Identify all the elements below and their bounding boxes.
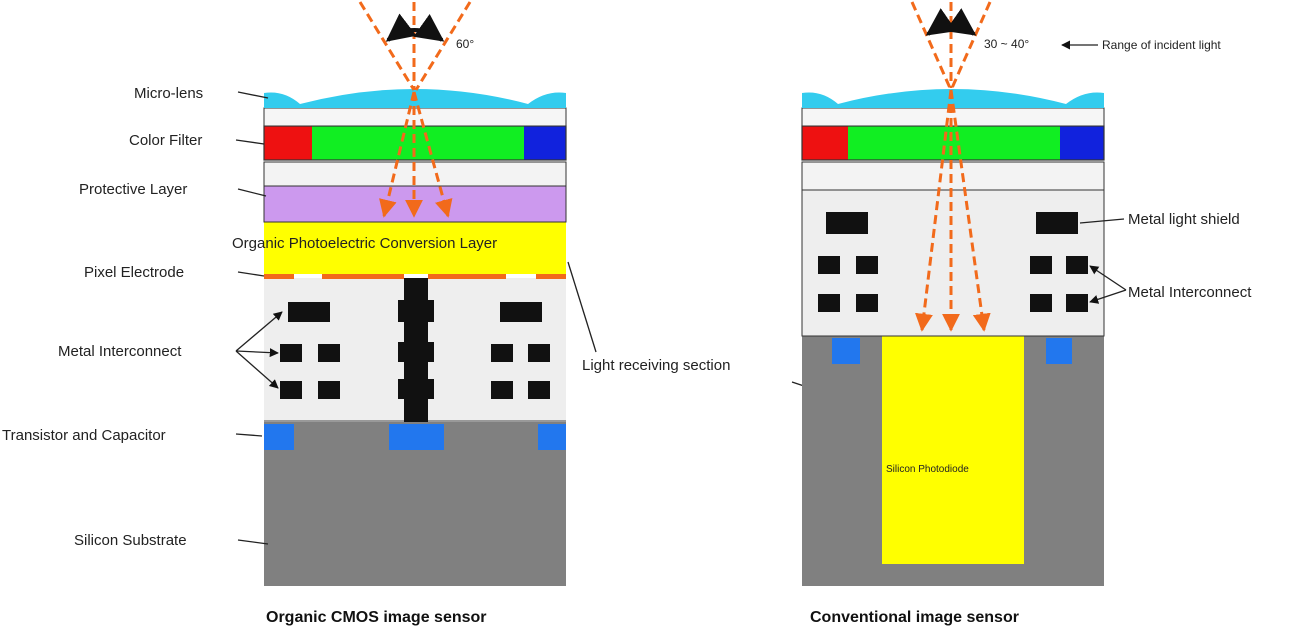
caption-conventional-sensor: Conventional image sensor	[810, 609, 1019, 626]
right-silicon-photodiode	[882, 336, 1024, 564]
label-organic-layer: Organic Photoelectric Conversion Layer	[232, 235, 497, 252]
label-silicon-photodiode: Silicon Photodiode	[886, 464, 969, 475]
left-metal-interconnect	[280, 278, 550, 422]
left-color-filter	[263, 125, 567, 161]
organic-sensor: 60° Micro-lens Color Filter Protective L…	[2, 1, 567, 626]
label-metal-light-shield: Metal light shield	[1128, 211, 1240, 228]
left-transistor	[264, 424, 294, 450]
right-angle-arc	[925, 8, 977, 36]
label-range-incident-light: Range of incident light	[1102, 38, 1221, 52]
label-light-receiving-section: Light receiving section	[582, 357, 730, 374]
right-color-filter	[801, 125, 1105, 161]
right-metal-interconnect	[818, 256, 1088, 312]
right-metal-light-shield	[826, 212, 1078, 234]
conventional-sensor: Silicon Photodiode	[801, 1, 1252, 626]
right-interconnect-layer	[801, 189, 1105, 337]
right-transistor	[1046, 338, 1072, 364]
label-pixel-electrode: Pixel Electrode	[84, 264, 184, 281]
label-metal-interconnect-left: Metal Interconnect	[58, 343, 182, 360]
left-angle-label: 60°	[456, 37, 474, 51]
left-transistor	[389, 424, 444, 450]
caption-organic-sensor: Organic CMOS image sensor	[266, 609, 487, 626]
right-transistor	[832, 338, 860, 364]
label-transistor-capacitor: Transistor and Capacitor	[2, 427, 166, 444]
left-angle-arc	[385, 13, 445, 42]
label-silicon-substrate: Silicon Substrate	[74, 532, 187, 549]
label-color-filter: Color Filter	[129, 132, 202, 149]
left-pixel-electrode	[264, 274, 566, 279]
right-angle-label: 30 ~ 40°	[984, 37, 1029, 51]
right-light-rays	[910, 1, 992, 332]
label-protective-layer: Protective Layer	[79, 181, 187, 198]
left-organic-layer	[264, 222, 566, 274]
left-transistor	[538, 424, 566, 450]
label-micro-lens: Micro-lens	[134, 85, 203, 102]
label-metal-interconnect-right: Metal Interconnect	[1128, 284, 1252, 301]
